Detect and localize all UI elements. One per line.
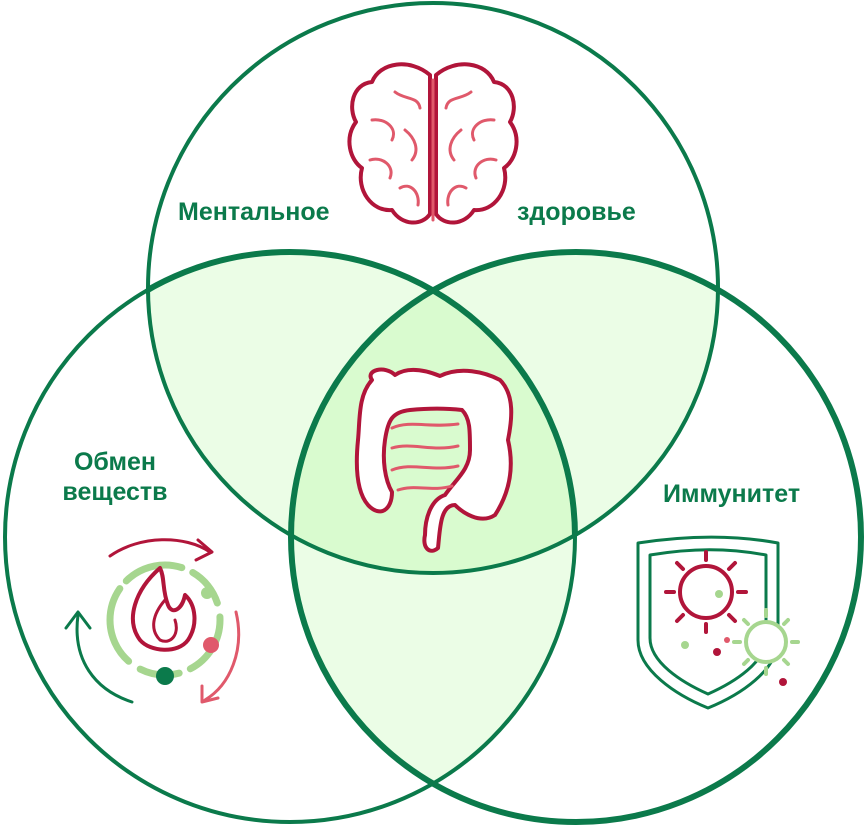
brain-icon (347, 62, 519, 225)
intestine-icon (354, 367, 514, 553)
label-metabolism: Обмен веществ (50, 447, 180, 507)
center-lens-outline (146, 249, 578, 575)
label-metabolism-line1: Обмен (73, 448, 157, 476)
label-mental: Ментальное (178, 198, 330, 226)
label-immunity: Иммунитет (663, 480, 801, 508)
metabolism-cycle-icon (64, 538, 241, 704)
label-health: здоровье (517, 198, 636, 226)
label-metabolism-line2: веществ (62, 478, 168, 506)
immune-shield-icon (636, 535, 800, 710)
circle-immunity (288, 249, 864, 825)
